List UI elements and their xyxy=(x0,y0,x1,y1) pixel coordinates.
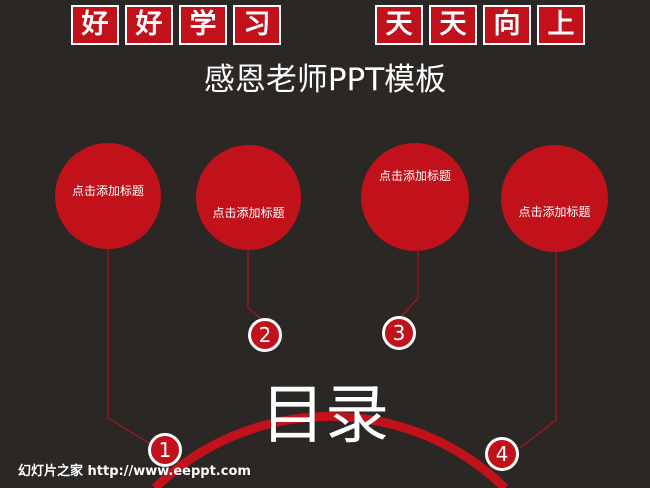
banner-tile: 习 xyxy=(233,5,281,45)
topic-circle-4[interactable]: 点击添加标题 xyxy=(501,145,608,252)
banner-tile: 学 xyxy=(179,5,227,45)
outline-arc xyxy=(151,412,509,488)
connector-line-4 xyxy=(519,250,557,449)
banner-tile: 上 xyxy=(537,5,585,45)
number-badge-3: 3 xyxy=(382,316,416,350)
banner-tile: 好 xyxy=(71,5,119,45)
center-label: 目录 xyxy=(261,379,389,453)
number-badge-2: 2 xyxy=(248,318,282,352)
topic-circle-label: 点击添加标题 xyxy=(518,205,591,219)
banner-tile: 好 xyxy=(125,5,173,45)
banner-tile: 天 xyxy=(429,5,477,45)
topic-circle-label: 点击添加标题 xyxy=(378,168,451,183)
topic-circle-label: 点击添加标题 xyxy=(71,183,144,198)
connector-line-3 xyxy=(399,250,419,319)
topic-circle-1[interactable]: 点击添加标题 xyxy=(55,143,161,249)
banner-tile: 向 xyxy=(483,5,531,45)
topic-circle-label: 点击添加标题 xyxy=(212,206,285,220)
number-badge-1: 1 xyxy=(148,433,182,467)
slide-title: 感恩老师PPT模板 xyxy=(203,62,447,98)
topic-circle-3[interactable]: 点击添加标题 xyxy=(361,143,469,251)
number-badge-4: 4 xyxy=(485,437,519,471)
connector-line-2 xyxy=(247,250,266,323)
connector-line-1 xyxy=(107,247,153,446)
banner-tile: 天 xyxy=(375,5,423,45)
topic-circle-2[interactable]: 点击添加标题 xyxy=(196,145,301,250)
footer-watermark: 幻灯片之家 http://www.eeppt.com xyxy=(18,464,251,479)
